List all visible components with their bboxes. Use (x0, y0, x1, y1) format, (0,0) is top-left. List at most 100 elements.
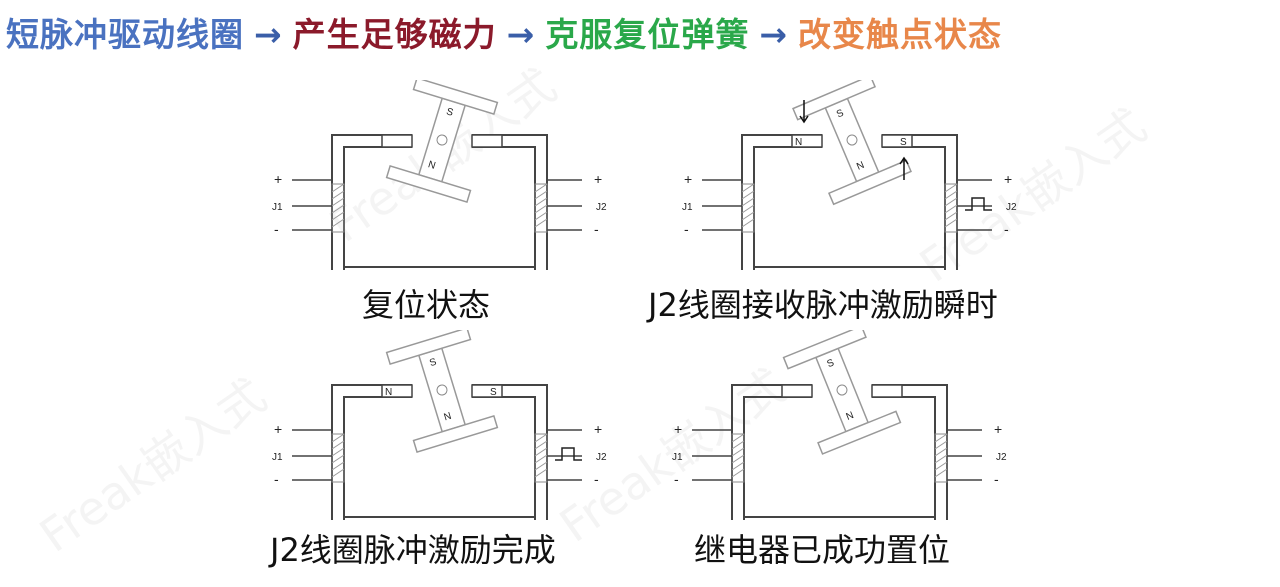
panel-caption-reset: 复位状态 (362, 286, 491, 324)
j2-label: J2 (596, 452, 607, 463)
coil-hatch (534, 433, 548, 443)
coil-hatch (731, 447, 745, 457)
coil-hatch (534, 211, 548, 221)
coil-hatch (534, 204, 548, 214)
armature-magnet: SN (385, 80, 499, 203)
magnet-label-s: S (826, 357, 837, 370)
magnet-label-s: S (428, 357, 438, 370)
title-step-2: 产生足够磁力 (292, 15, 497, 54)
j1-label: J1 (272, 202, 283, 213)
armature-magnet: SN (792, 80, 912, 206)
armature-top-bar (782, 330, 867, 370)
j1-plus-label: + (274, 421, 282, 437)
coil-hatch (731, 433, 745, 443)
pivot-icon (436, 134, 448, 146)
coil-hatch (331, 183, 345, 193)
j2-label: J2 (996, 452, 1007, 463)
coil-hatch (731, 454, 745, 464)
coil-hatch (331, 454, 345, 464)
coil-hatch (534, 461, 548, 471)
armature-body (824, 97, 880, 183)
j2-label: J2 (596, 202, 607, 213)
left-pole-piece (381, 384, 413, 398)
coil-hatch (331, 440, 345, 450)
magnet-label-s: S (835, 108, 846, 121)
coil-j1 (331, 183, 345, 233)
coil-j1 (331, 433, 345, 483)
left-pole-piece (381, 134, 413, 148)
armature-magnet: SN (385, 330, 499, 453)
coil-hatch (934, 454, 948, 464)
force-arrow-down-icon (799, 100, 809, 124)
coil-hatch (534, 197, 548, 207)
panel-caption-set: 继电器已成功置位 (694, 531, 951, 569)
j2-plus-label: + (1004, 171, 1012, 187)
armature-bottom-bar (827, 159, 912, 206)
pivot-icon (836, 384, 848, 396)
coil-hatch (331, 461, 345, 471)
armature-bottom-bar (817, 410, 902, 455)
j1-minus-label: - (674, 471, 679, 487)
j2-minus-label: - (594, 471, 599, 487)
j1-label: J1 (272, 452, 283, 463)
armature-top-bar (412, 80, 499, 115)
right-pole-piece (881, 134, 913, 148)
coil-hatch (331, 468, 345, 478)
coil-hatch (934, 461, 948, 471)
right-pole-piece (471, 384, 503, 398)
armature-bottom-bar (412, 415, 499, 453)
coil-j2 (534, 183, 548, 233)
right-pole-piece (871, 384, 903, 398)
j1-label: J1 (672, 452, 683, 463)
coil-hatch (934, 433, 948, 443)
coil-hatch (934, 468, 948, 478)
coil-j1 (731, 433, 745, 483)
j2-plus-label: + (594, 421, 602, 437)
watermark: Freak嵌入式 (29, 368, 276, 563)
magnet-label-n: N (443, 411, 453, 424)
panel-caption-pulse-done: J2线圈脉冲激励完成 (270, 531, 556, 569)
pole-label-n: N (795, 137, 802, 148)
armature-bottom-bar (385, 165, 472, 203)
pulse-waveform-icon (555, 447, 582, 461)
j1-plus-label: + (274, 171, 282, 187)
j2-plus-label: + (994, 421, 1002, 437)
pole-label-s: S (490, 387, 497, 398)
left-pole-piece (791, 134, 823, 148)
title-step-4: 改变触点状态 (797, 15, 1002, 54)
armature-body (814, 347, 870, 433)
j2-minus-label: - (1004, 221, 1009, 237)
coil-hatch (331, 197, 345, 207)
coil-hatch (731, 440, 745, 450)
coil-hatch (741, 211, 755, 221)
coil-j2 (944, 183, 958, 233)
coil-hatch (944, 183, 958, 193)
coil-j2 (534, 433, 548, 483)
coil-hatch (534, 183, 548, 193)
coil-hatch (934, 447, 948, 457)
coil-hatch (534, 468, 548, 478)
title-step-3: 克服复位弹簧 (545, 15, 750, 54)
j1-plus-label: + (684, 171, 692, 187)
force-arrow-up-icon (899, 156, 909, 180)
j2-minus-label: - (594, 221, 599, 237)
coil-hatch (534, 454, 548, 464)
coil-hatch (331, 204, 345, 214)
j1-label: J1 (682, 202, 693, 213)
process-title: 短脉冲驱动线圈→产生足够磁力→克服复位弹簧→改变触点状态 (6, 8, 1002, 62)
pulse-waveform-icon (965, 197, 992, 211)
coil-hatch (534, 218, 548, 228)
coil-hatch (331, 433, 345, 443)
arrow-right-icon: → (759, 15, 788, 54)
coil-hatch (944, 190, 958, 200)
magnet-label-n: N (855, 160, 866, 173)
armature-top-bar (792, 80, 877, 121)
magnet-label-n: N (845, 410, 856, 423)
j1-minus-label: - (274, 471, 279, 487)
coil-hatch (741, 197, 755, 207)
coil-hatch (331, 218, 345, 228)
pole-label-s: S (900, 137, 907, 148)
